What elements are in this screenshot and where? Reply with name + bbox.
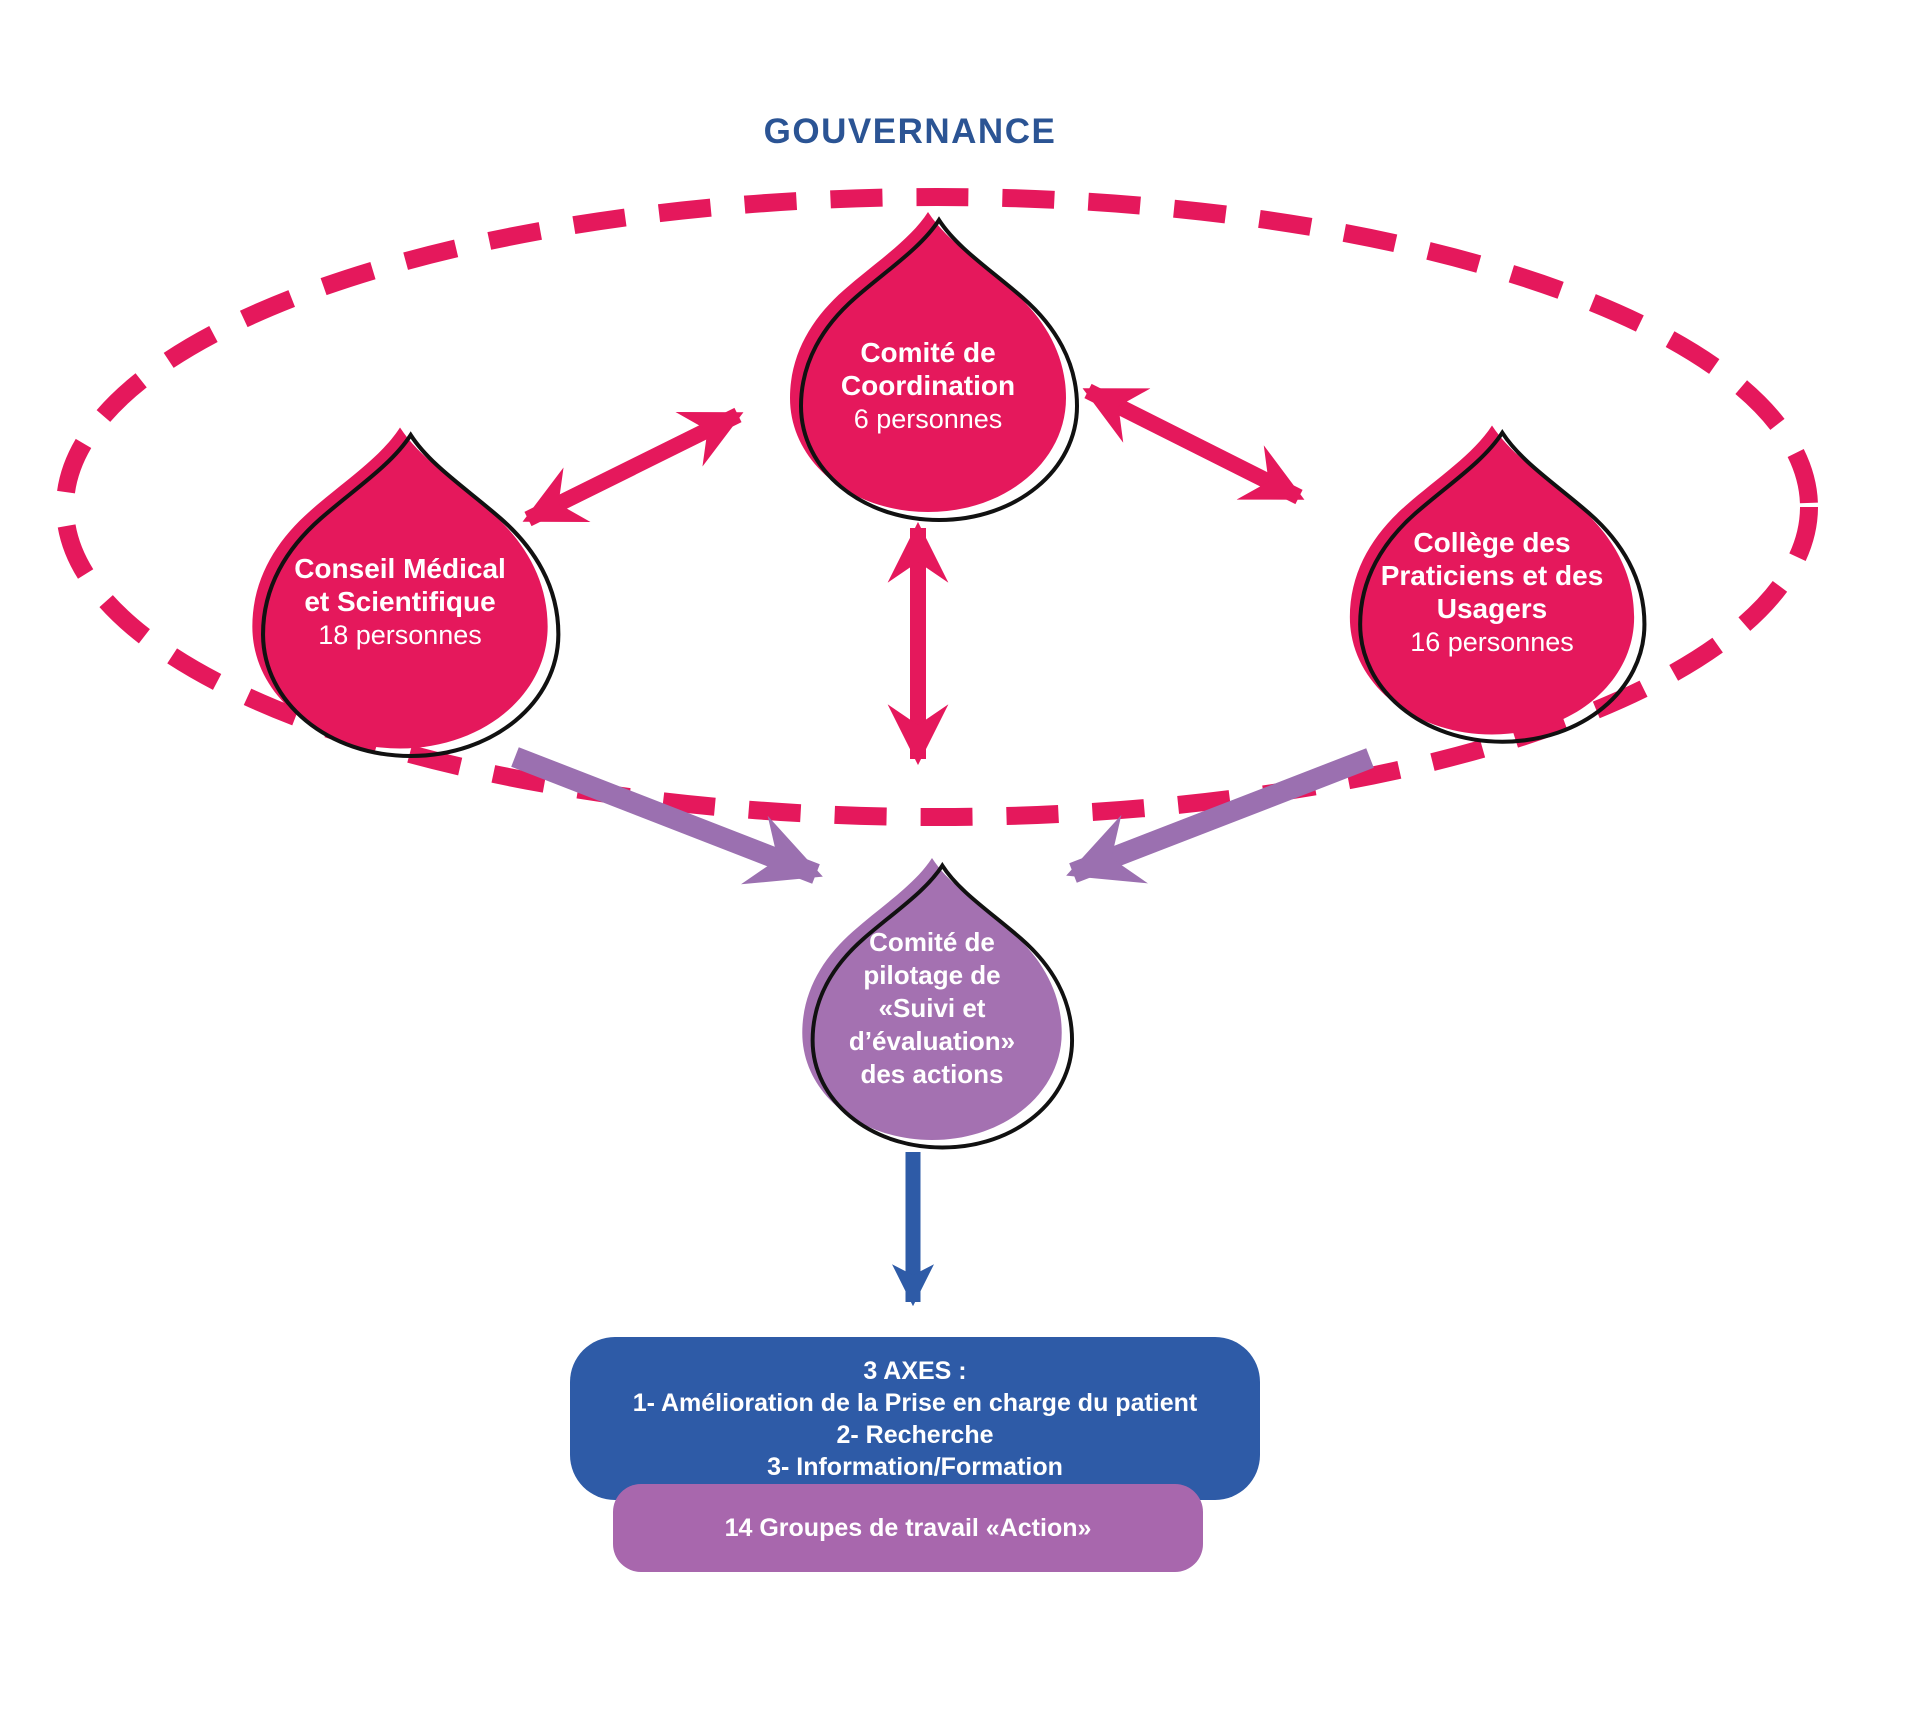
workgroups-box: 14 Groupes de travail «Action» (613, 1484, 1203, 1572)
workgroups-label: 14 Groupes de travail «Action» (724, 1513, 1092, 1542)
pilotage-drop-label: Comité de pilotage de «Suivi et d’évalua… (839, 926, 1025, 1091)
college-drop-label: Collège des Praticiens et des Usagers 16… (1357, 526, 1627, 659)
axes-item-3: 3- Information/Formation (767, 1452, 1063, 1481)
axes-heading: 3 AXES : (863, 1356, 967, 1385)
conseil-drop-label: Conseil Médical et Scientifique 18 perso… (280, 552, 520, 652)
conseil-drop-count: 18 personnes (318, 620, 482, 650)
diagram-title: GOUVERNANCE (763, 112, 1057, 151)
axes-box: 3 AXES : 1- Amélioration de la Prise en … (570, 1337, 1260, 1500)
college-drop-name: Collège des Praticiens et des Usagers (1380, 527, 1604, 624)
conseil-drop-name: Conseil Médical et Scientifique (294, 553, 506, 617)
coordination-drop-count: 6 personnes (853, 404, 1003, 434)
axes-item-1: 1- Amélioration de la Prise en charge du… (632, 1388, 1198, 1417)
axes-item-2: 2- Recherche (836, 1420, 994, 1449)
governance-dashed-ellipse (56, 188, 1818, 826)
arrow-college-pilotage (1066, 748, 1374, 884)
coordination-drop-name: Comité de Coordination (840, 337, 1016, 401)
arrow-coordination-college (1082, 383, 1305, 505)
college-drop-count: 16 personnes (1410, 627, 1574, 657)
coordination-drop-label: Comité de Coordination 6 personnes (818, 336, 1038, 436)
pilotage-drop-name: Comité de pilotage de «Suivi et d’évalua… (848, 927, 1016, 1089)
arrow-conseil-pilotage (511, 747, 823, 885)
arrow-conseil-coordination (522, 407, 744, 527)
